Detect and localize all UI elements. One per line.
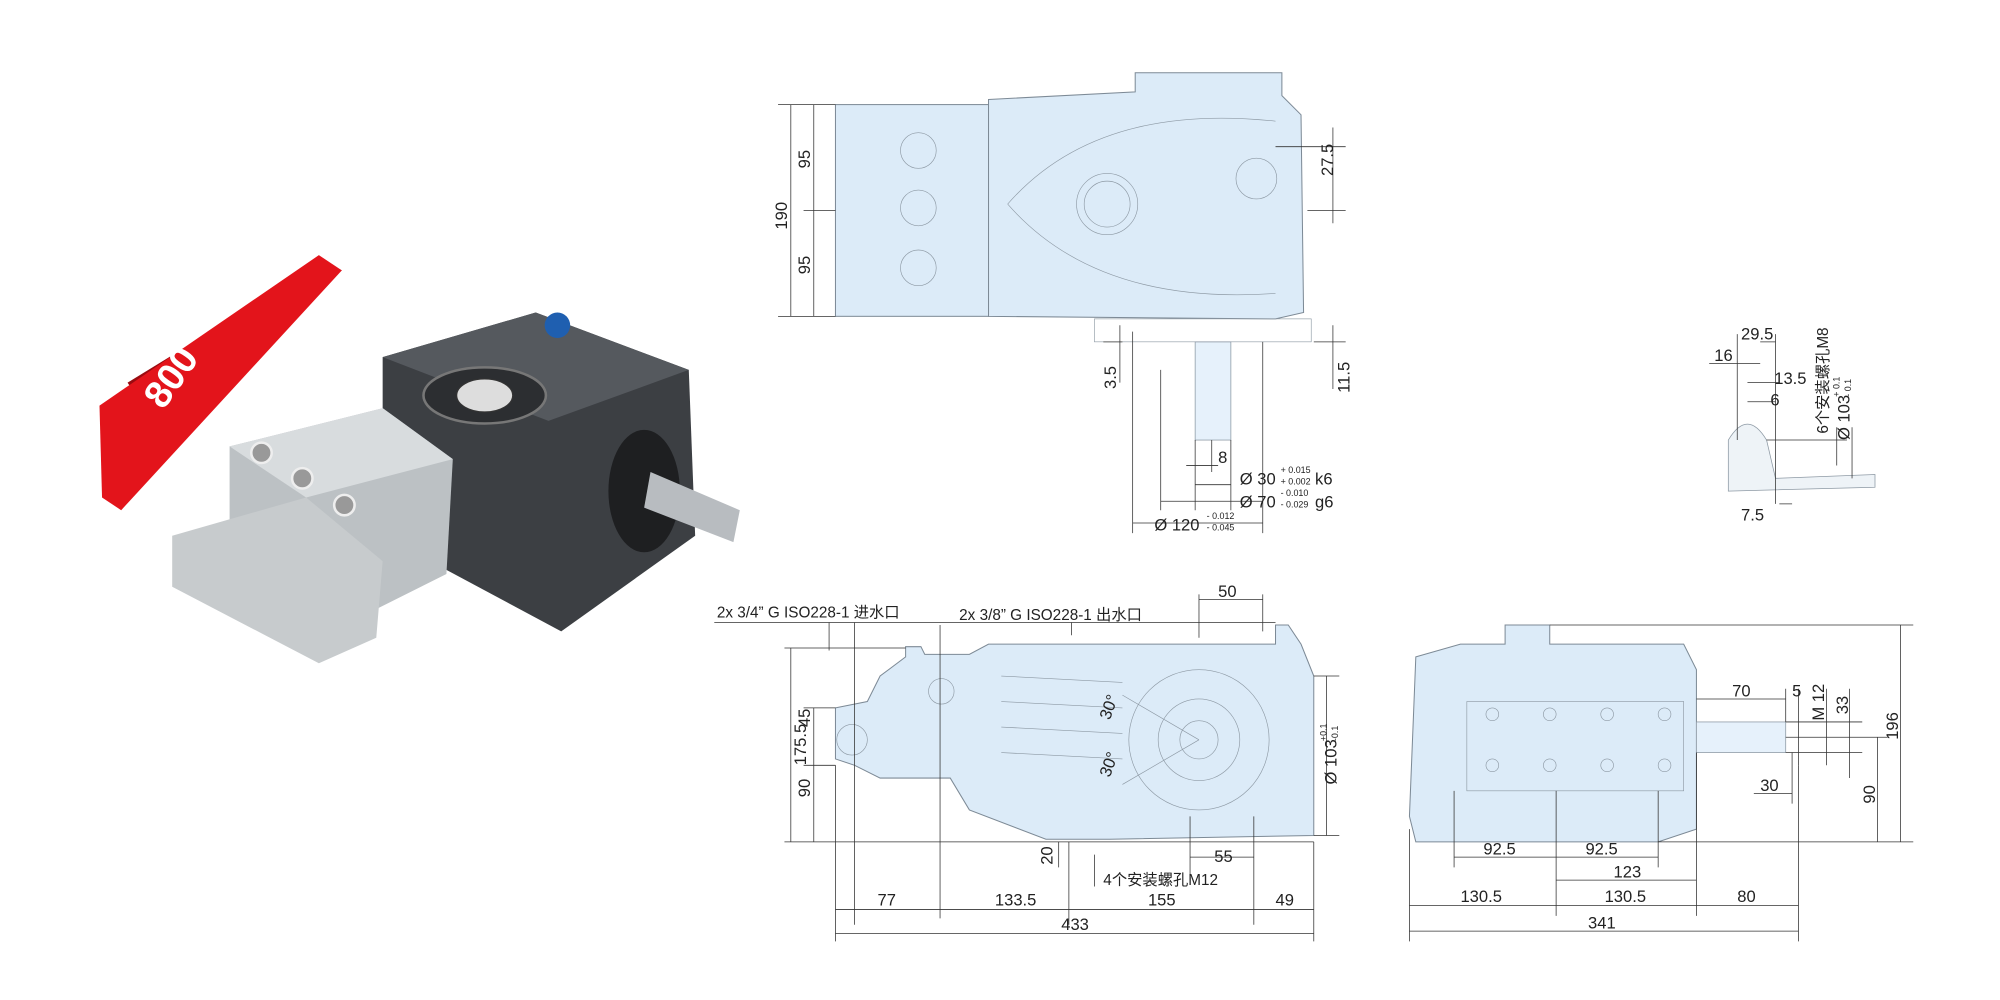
dim-90: 90 [795, 779, 814, 797]
dim-27-5: 27.5 [1318, 144, 1337, 176]
inlet-port-label: 2x 3/4” G ISO228-1 进水口 [717, 604, 900, 621]
dim-175-5: 175.5 [791, 724, 810, 766]
svg-text:+ 0.1: + 0.1 [1831, 377, 1841, 397]
brand-logo-icon [455, 378, 514, 413]
svg-text:Ø 120: Ø 120 [1154, 516, 1199, 535]
svg-text:- 0.045: - 0.045 [1207, 523, 1235, 533]
detail-dia-103: Ø 103 + 0.1 - 0.1 [1831, 377, 1853, 440]
model-ribbon [99, 255, 342, 511]
end-dim-70: 70 [1732, 681, 1750, 700]
dim-45: 45 [795, 709, 814, 727]
svg-text:- 0.1: - 0.1 [1843, 379, 1853, 397]
dim-8: 8 [1218, 448, 1227, 467]
end-dim-196: 196 [1883, 712, 1902, 740]
dim-11-5: 11.5 [1334, 362, 1353, 393]
svg-text:- 0.012: - 0.012 [1207, 511, 1235, 521]
end-dim-92-5-left: 92.5 [1483, 840, 1515, 859]
end-dim-130-5-right: 130.5 [1605, 887, 1647, 906]
drive-shaft [644, 471, 740, 543]
svg-text:+0.1: +0.1 [1319, 723, 1329, 741]
dim-95-upper: 95 [795, 150, 814, 168]
svg-text:+ 0.015: + 0.015 [1281, 465, 1311, 475]
svg-text:-0.1: -0.1 [1330, 726, 1340, 741]
side-dia-103: Ø 103 +0.1 -0.1 [1319, 723, 1341, 784]
end-view-drawing: 70 5 M 12 33 196 90 30 92.5 92.5 123 130… [1408, 624, 1914, 942]
top-view-drawing: 190 95 95 27.5 3.5 11.5 8 Ø 30 + 0.015 +… [772, 72, 1353, 535]
dim-433: 433 [1061, 915, 1089, 934]
svg-text:k6: k6 [1315, 470, 1333, 489]
shaft-30-tolerance: Ø 30 + 0.015 + 0.002 k6 [1240, 465, 1333, 488]
svg-text:Ø 30: Ø 30 [1240, 470, 1276, 489]
detail-dim-29-5: 29.5 [1741, 324, 1773, 343]
shaft-70-tolerance: Ø 70 - 0.010 - 0.029 g6 [1240, 488, 1334, 511]
outlet-port-label: 2x 3/8” G ISO228-1 出水口 [959, 607, 1142, 624]
svg-text:Ø 103: Ø 103 [1322, 739, 1341, 784]
end-dim-33: 33 [1833, 696, 1852, 714]
svg-text:g6: g6 [1315, 493, 1333, 512]
pump-product-photo: 800 [99, 255, 740, 664]
dim-55: 55 [1214, 847, 1232, 866]
dim-95-lower: 95 [795, 256, 814, 274]
dim-77: 77 [878, 891, 896, 910]
svg-text:Ø 70: Ø 70 [1240, 493, 1276, 512]
end-dim-5: 5 [1792, 681, 1801, 700]
end-dim-341: 341 [1588, 914, 1616, 933]
end-dim-90: 90 [1860, 785, 1879, 803]
end-dim-92-5-right: 92.5 [1585, 840, 1617, 859]
svg-text:Ø 103: Ø 103 [1834, 395, 1853, 440]
dim-50: 50 [1218, 582, 1236, 601]
side-view-drawing: 30° 30° 2x 3/4” G ISO228-1 进水口 2x 3/8” G… [714, 582, 1341, 942]
svg-text:- 0.029: - 0.029 [1281, 500, 1309, 510]
mounting-holes-m12: 4个安装螺孔M12 [1103, 872, 1218, 889]
dim-3-5: 3.5 [1101, 366, 1120, 389]
shaft-120-tolerance: Ø 120 - 0.012 - 0.045 [1154, 511, 1234, 534]
dim-49: 49 [1276, 891, 1294, 910]
end-dim-123: 123 [1614, 863, 1642, 882]
detail-dim-13-5: 13.5 [1774, 369, 1806, 388]
svg-text:+ 0.002: + 0.002 [1281, 477, 1311, 487]
shaft-thread-m12: M 12 [1809, 684, 1828, 721]
end-dim-30: 30 [1760, 776, 1778, 795]
dim-20: 20 [1037, 846, 1056, 864]
svg-text:- 0.010: - 0.010 [1281, 488, 1309, 498]
detail-dim-6: 6 [1770, 391, 1779, 410]
dim-155: 155 [1148, 891, 1176, 910]
detail-dim-7-5: 7.5 [1741, 505, 1764, 524]
end-dim-80: 80 [1737, 887, 1755, 906]
dim-190: 190 [772, 202, 791, 230]
end-dim-130-5-left: 130.5 [1460, 887, 1502, 906]
dim-133-5: 133.5 [995, 891, 1037, 910]
detail-dim-16: 16 [1714, 346, 1732, 365]
bearing-detail-drawing: 29.5 16 13.5 6 7.5 6个安装螺孔M8 Ø 103 + 0.1 … [1709, 324, 1876, 524]
detail-mounting-holes: 6个安装螺孔M8 [1815, 327, 1832, 433]
